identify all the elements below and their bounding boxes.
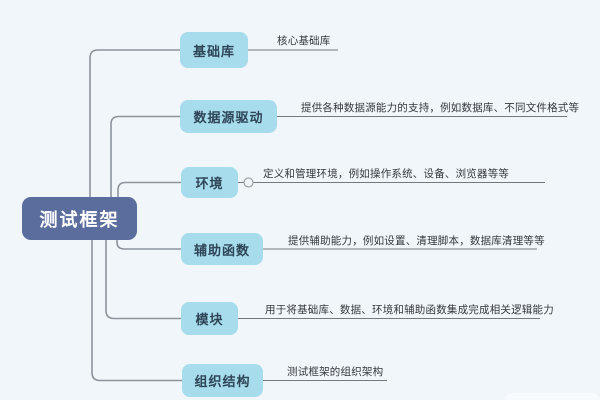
connector-line [89, 49, 180, 197]
connector-line [116, 240, 181, 250]
branch-node-environment[interactable]: 环境 [181, 167, 238, 198]
connector-line [105, 240, 181, 320]
branch-node-data-source-driver[interactable]: 数据源驱动 [180, 100, 277, 133]
connector-line [110, 115, 180, 197]
leaf-topic-environment[interactable]: 定义和管理环境，例如操作系统、设备、浏览器等等 [263, 168, 510, 180]
leaf-topic-helper-functions[interactable]: 提供辅助能力，例如设置、清理脚本，数据库清理等等 [288, 235, 545, 247]
branch-node-base-library[interactable]: 基础库 [180, 32, 248, 68]
branch-node-helper-functions[interactable]: 辅助函数 [181, 233, 263, 265]
branch-node-organization-structure[interactable]: 组织结构 [182, 364, 263, 397]
root-node-test-framework[interactable]: 测试框架 [22, 197, 137, 240]
branch-node-module[interactable]: 模块 [181, 302, 238, 335]
collapse-handle-icon[interactable] [243, 177, 254, 188]
leaf-topic-organization-structure[interactable]: 测试框架的组织架构 [287, 366, 384, 378]
leaf-topic-data-source-driver[interactable]: 提供各种数据源能力的支持，例如数据库、不同文件格式等 [301, 102, 580, 114]
leaf-topic-base-library[interactable]: 核心基础库 [277, 35, 331, 47]
leaf-topic-module[interactable]: 用于将基础库、数据、环境和辅助函数集成完成相关逻辑能力 [265, 304, 554, 316]
watermark-blob [505, 393, 600, 400]
connector-line [91, 240, 182, 382]
connector-line [117, 181, 181, 197]
